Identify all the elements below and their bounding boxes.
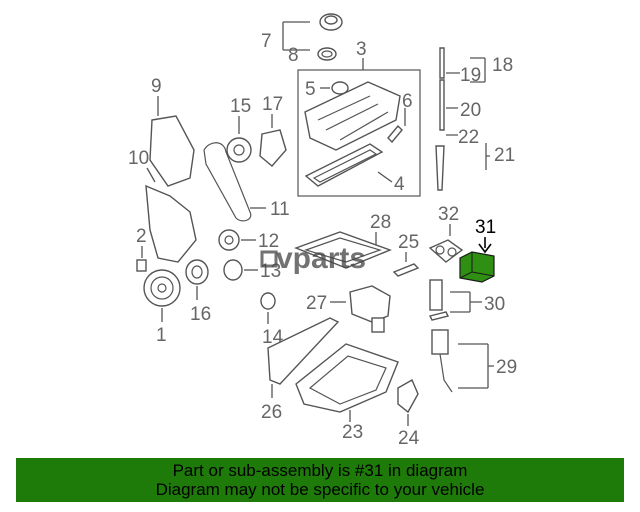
- callout-8[interactable]: 8: [288, 45, 299, 66]
- callout-32[interactable]: 32: [438, 204, 459, 225]
- callout-5[interactable]: 5: [305, 79, 316, 100]
- callout-15[interactable]: 15: [230, 96, 251, 117]
- callout-6[interactable]: 6: [402, 91, 413, 112]
- callout-9[interactable]: 9: [151, 76, 162, 97]
- timing-belt: [203, 142, 252, 222]
- gasket-32-hole-b: [447, 247, 457, 257]
- callout-30[interactable]: 30: [484, 294, 505, 315]
- valve-cover-ribs: [317, 95, 389, 141]
- callout-11[interactable]: 11: [270, 199, 290, 220]
- tensioner: [259, 129, 287, 167]
- callout-31[interactable]: 31: [475, 217, 496, 238]
- sprocket-16: [185, 259, 209, 285]
- callout-16[interactable]: 16: [190, 304, 211, 325]
- callout-29[interactable]: 29: [496, 357, 517, 378]
- sensor-29: [431, 329, 449, 355]
- leader-29: [458, 343, 494, 389]
- callout-12[interactable]: 12: [258, 231, 279, 252]
- cap-seal-inner: [321, 50, 333, 58]
- banner-line-2: Diagram may not be specific to your vehi…: [155, 480, 485, 499]
- upper-timing-cover: [149, 115, 195, 187]
- leader-21: [485, 143, 490, 170]
- pickup-24: [397, 379, 419, 414]
- oil-pump-pickup: [371, 317, 385, 333]
- idler-pulley-hub: [233, 144, 245, 156]
- leader-31-arrow: [478, 243, 492, 254]
- gasket-32: [428, 239, 464, 263]
- watermark-logo-icon: [260, 250, 278, 268]
- oil-pump: [349, 285, 391, 323]
- crank-pulley: [143, 269, 181, 307]
- parts-diagram: 7 8 3 5 6 4 18 19 20 22 21 9 10 15 17 11…: [128, 13, 517, 449]
- baffle-plate: [294, 231, 392, 269]
- pan-gasket: [267, 317, 340, 385]
- sensor-29-wire: [439, 353, 453, 393]
- callout-22[interactable]: 22: [458, 127, 479, 148]
- leader-19-20-22: [446, 72, 460, 136]
- leader-7-8: [282, 21, 310, 51]
- callout-26[interactable]: 26: [261, 402, 282, 423]
- callout-28[interactable]: 28: [370, 212, 391, 233]
- callout-7[interactable]: 7: [261, 31, 272, 52]
- callout-1[interactable]: 1: [156, 325, 167, 346]
- callout-18[interactable]: 18: [492, 55, 513, 76]
- callout-19[interactable]: 19: [460, 65, 481, 86]
- leader-30: [450, 291, 482, 313]
- info-banner: Part or sub-assembly is #31 in diagram D…: [16, 458, 624, 502]
- gasket-25: [392, 263, 420, 277]
- gasket-inner: [312, 149, 378, 183]
- leader-4: [377, 171, 393, 183]
- callout-27[interactable]: 27: [306, 293, 327, 314]
- lower-timing-cover: [145, 184, 197, 263]
- baffle-plate-inner: [304, 237, 382, 263]
- watermark-text: vparts: [276, 242, 366, 275]
- cap-seal: [317, 47, 337, 61]
- oil-filler-cap-top: [324, 15, 338, 25]
- valve-cover-gasket: [304, 143, 384, 187]
- guide-tube: [435, 145, 445, 191]
- oil-pan: [295, 343, 399, 413]
- leader-10: [146, 167, 156, 183]
- callout-3[interactable]: 3: [356, 39, 367, 60]
- valve-cover-seal: [331, 81, 349, 95]
- callout-25[interactable]: 25: [398, 232, 419, 253]
- valve-cover: [304, 81, 401, 151]
- oil-pan-inner: [308, 355, 387, 405]
- plug-14: [260, 292, 276, 310]
- seal-13: [223, 259, 243, 281]
- bolt-6: [387, 124, 403, 144]
- crank-pulley-ring: [150, 276, 174, 300]
- oil-cooler-31-edges: [459, 252, 495, 279]
- filter-seal-30: [428, 311, 450, 321]
- leader-18-19: [470, 57, 486, 83]
- banner-line-1: Part or sub-assembly is #31 in diagram: [172, 461, 468, 480]
- dipstick-handle: [439, 47, 445, 79]
- callout-20[interactable]: 20: [460, 100, 481, 121]
- callout-21[interactable]: 21: [494, 145, 515, 166]
- dipstick-tube: [439, 79, 445, 131]
- oil-cooler-31: [459, 251, 495, 283]
- gasket-32-hole-a: [435, 245, 445, 255]
- filter-30: [429, 279, 443, 311]
- callout-4[interactable]: 4: [394, 174, 405, 195]
- callout-24[interactable]: 24: [398, 428, 420, 449]
- callout-10[interactable]: 10: [128, 148, 149, 169]
- callout-23[interactable]: 23: [342, 422, 363, 443]
- callout-2[interactable]: 2: [136, 226, 147, 247]
- sprocket-16-hub: [191, 265, 203, 279]
- pulley-12-hub: [224, 235, 234, 245]
- bolt-2: [136, 259, 147, 272]
- valve-cover-box: [297, 69, 421, 197]
- crank-pulley-hub: [157, 283, 167, 293]
- idler-pulley: [226, 137, 252, 163]
- callout-17[interactable]: 17: [262, 94, 283, 115]
- pulley-12: [218, 229, 240, 251]
